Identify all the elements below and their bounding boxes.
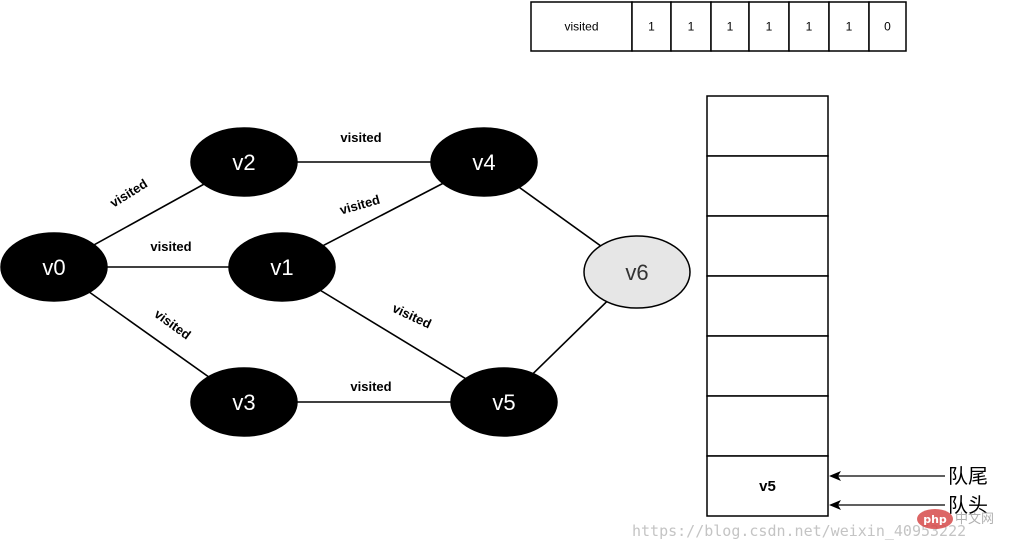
visited-array-cell <box>748 1 790 52</box>
edge-label-v0-v2: visited <box>107 176 150 211</box>
node-label: v2 <box>232 150 255 175</box>
node-v2: v2 <box>190 127 298 197</box>
node-label: v5 <box>492 390 515 415</box>
visited-array-value: 1 <box>727 20 734 34</box>
visited-array-value: 1 <box>766 20 773 34</box>
node-shape <box>228 232 336 302</box>
edge-label-v1-v5: visited <box>390 300 434 331</box>
queue-slot <box>706 335 829 397</box>
queue-slot <box>706 395 829 457</box>
node-v0: v0 <box>0 232 108 302</box>
graph-edges <box>53 161 638 403</box>
node-shape <box>190 127 298 197</box>
arrow-left-icon <box>829 500 841 510</box>
watermark-site: 中文网 <box>955 512 994 527</box>
node-v4: v4 <box>430 127 538 197</box>
node-label: v1 <box>270 255 293 280</box>
node-label: v4 <box>472 150 495 175</box>
node-shape <box>190 367 298 437</box>
edge-label-v1-v4: visited <box>338 192 382 218</box>
queue-head-label: 队头 <box>948 493 988 517</box>
visited-array-value: 0 <box>884 20 891 34</box>
watermark-logo: php <box>923 513 947 526</box>
watermark: https://blog.csdn.net/weixin_40953222 ph… <box>632 509 994 540</box>
visited-array-cell <box>868 1 907 52</box>
queue-slot <box>706 155 829 217</box>
arrow-left-icon <box>829 471 841 481</box>
edge-label-v3-v5: visited <box>350 379 391 394</box>
node-v5: v5 <box>450 367 558 437</box>
watermark-url: https://blog.csdn.net/weixin_40953222 <box>632 522 966 540</box>
php-logo-badge <box>917 509 953 529</box>
queue-tail-pointer: 队尾 <box>829 464 988 488</box>
node-label: v6 <box>625 260 648 285</box>
queue-column: v5 <box>706 95 829 517</box>
queue-tail-label: 队尾 <box>948 464 988 488</box>
node-shape <box>450 367 558 437</box>
visited-array-cell <box>788 1 830 52</box>
queue-slot <box>706 215 829 277</box>
node-shape <box>583 235 691 309</box>
node-v3: v3 <box>190 367 298 437</box>
queue-slot <box>706 455 829 517</box>
visited-array-cell <box>828 1 870 52</box>
visited-array-value: 1 <box>806 20 813 34</box>
node-v1: v1 <box>228 232 336 302</box>
visited-array-value: 1 <box>688 20 695 34</box>
node-label: v3 <box>232 390 255 415</box>
visited-array-header-cell <box>530 1 633 52</box>
visited-array-header: visited <box>564 20 598 34</box>
visited-array-cell <box>670 1 712 52</box>
edge-label-v0-v3: visited <box>152 306 194 342</box>
queue-head-pointer: 队头 <box>829 493 988 517</box>
edge-label-v0-v1: visited <box>150 239 191 254</box>
queue-item: v5 <box>759 478 776 495</box>
node-v6: v6 <box>583 235 691 309</box>
visited-array-cell <box>631 1 672 52</box>
visited-array-value: 1 <box>648 20 655 34</box>
visited-array-value: 1 <box>846 20 853 34</box>
node-shape <box>430 127 538 197</box>
edge-label-v2-v4: visited <box>340 130 381 145</box>
queue-slot <box>706 275 829 337</box>
node-label: v0 <box>42 255 65 280</box>
graph-nodes: v0 v1 v2 v3 v4 v5 v6 <box>0 127 691 437</box>
visited-array-table: visited 1 1 1 1 1 1 0 <box>530 1 907 52</box>
node-shape <box>0 232 108 302</box>
queue-slot <box>706 95 829 157</box>
